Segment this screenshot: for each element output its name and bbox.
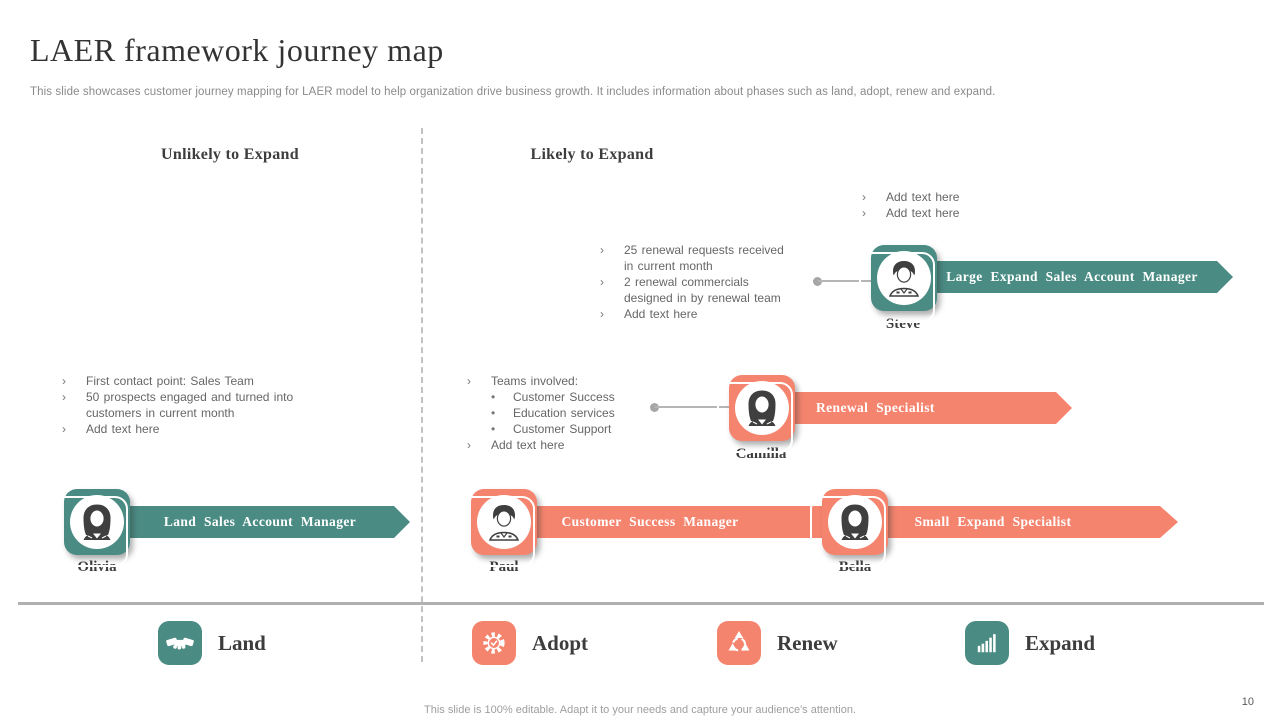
dot-bullet-icon: • xyxy=(491,422,496,436)
legend-label: Expand xyxy=(1025,630,1096,655)
list-item: • Education services xyxy=(467,405,687,421)
list-item[interactable]: › Add text here xyxy=(862,189,992,205)
dot-bullet-icon: • xyxy=(491,406,496,420)
steve-role-banner[interactable]: Large Expand Sales Account Manager xyxy=(903,261,1233,293)
legend-label: Adopt xyxy=(532,630,589,655)
bar-chart-icon xyxy=(965,621,1009,665)
bullet-text: 2 renewal commercials designed in by ren… xyxy=(624,275,781,305)
bullet-text: Add text here xyxy=(624,307,698,321)
legend-label: Renew xyxy=(777,630,838,655)
connector-line xyxy=(655,406,730,408)
olivia-role-banner[interactable]: Land Sales Account Manager xyxy=(100,506,410,538)
male-avatar-icon xyxy=(477,495,531,549)
bella-role-label: Small Expand Specialist xyxy=(914,514,1072,529)
bullet-text: 25 renewal requests received in current … xyxy=(624,243,784,273)
list-item: › 2 renewal commercials designed in by r… xyxy=(600,274,796,306)
bella-avatar[interactable] xyxy=(810,489,888,567)
female-avatar-icon xyxy=(828,495,882,549)
bullet-text: Education services xyxy=(513,406,615,420)
gear-check-icon xyxy=(472,621,516,665)
legend-item-adopt: Adopt xyxy=(472,621,588,665)
legend-item-land: Land xyxy=(158,621,266,665)
legend-item-expand: Expand xyxy=(965,621,1095,665)
footer-note: This slide is 100% editable. Adapt it to… xyxy=(424,704,856,716)
camilla-bullets: › Teams involved: • Customer Success • E… xyxy=(467,373,687,453)
connector-dot xyxy=(650,403,659,412)
recycle-icon xyxy=(717,621,761,665)
left-column-header: Unlikely to Expand xyxy=(161,146,299,163)
steve-avatar[interactable] xyxy=(859,245,937,323)
handshake-icon xyxy=(158,621,202,665)
legend-item-renew: Renew xyxy=(717,621,838,665)
page-title: LAER framework journey map xyxy=(30,32,444,68)
bullet-text: Add text here xyxy=(886,190,960,204)
olivia-bullets: › First contact point: Sales Team › 50 p… xyxy=(62,373,327,437)
steve-top-bullets: › Add text here › Add text here xyxy=(862,189,992,221)
chevron-bullet-icon: › xyxy=(467,438,471,452)
male-avatar-icon xyxy=(877,251,931,305)
connector-line xyxy=(818,280,873,282)
list-item[interactable]: › Add text here xyxy=(600,306,796,322)
female-avatar-icon xyxy=(735,381,789,435)
page-number: 10 xyxy=(1241,696,1254,708)
role-label: Land Sales Account Manager xyxy=(163,514,357,529)
chevron-bullet-icon: › xyxy=(862,206,866,220)
role-label: Renewal Specialist xyxy=(816,400,935,415)
slide-subtitle: This slide showcases customer journey ma… xyxy=(30,86,996,98)
steve-bullets: › 25 renewal requests received in curren… xyxy=(600,242,796,322)
bullet-text: 50 prospects engaged and turned into cus… xyxy=(86,390,294,420)
olivia-avatar[interactable] xyxy=(52,489,130,567)
bullet-text: First contact point: Sales Team xyxy=(86,374,254,388)
bullet-text: Add text here xyxy=(86,422,160,436)
list-item: › 50 prospects engaged and turned into c… xyxy=(62,389,327,421)
list-item: • Customer Support xyxy=(467,421,687,437)
dot-bullet-icon: • xyxy=(491,390,496,404)
chevron-bullet-icon: › xyxy=(62,422,66,436)
person-name: Paul xyxy=(489,559,519,575)
list-item: • Customer Success xyxy=(467,389,687,405)
camilla-avatar[interactable] xyxy=(717,375,795,453)
legend-label: Land xyxy=(218,630,266,655)
role-label: Large Expand Sales Account Manager xyxy=(946,269,1198,284)
bullet-text: Add text here xyxy=(886,206,960,220)
chevron-bullet-icon: › xyxy=(62,390,66,404)
legend-separator-line xyxy=(18,602,1264,605)
person-name: Camilla xyxy=(735,446,787,462)
paul-avatar[interactable] xyxy=(459,489,537,567)
column-divider xyxy=(421,128,423,662)
list-item[interactable]: › Add text here xyxy=(62,421,327,437)
chevron-bullet-icon: › xyxy=(600,243,604,257)
paul-role-label: Customer Success Manager xyxy=(561,514,739,529)
bullet-text: Customer Success xyxy=(513,390,615,404)
right-column-header: Likely to Expand xyxy=(530,146,654,163)
chevron-bullet-icon: › xyxy=(862,190,866,204)
chevron-bullet-icon: › xyxy=(600,307,604,321)
person-name: Bella xyxy=(838,559,872,575)
person-name: Olivia xyxy=(77,559,117,575)
bullet-text: Customer Support xyxy=(513,422,612,436)
person-name: Steve xyxy=(885,316,921,332)
chevron-bullet-icon: › xyxy=(62,374,66,388)
list-item: › Teams involved: xyxy=(467,373,687,389)
connector-dot xyxy=(813,277,822,286)
chevron-bullet-icon: › xyxy=(600,275,604,289)
bullet-text: Teams involved: xyxy=(491,374,579,388)
list-item: › First contact point: Sales Team xyxy=(62,373,327,389)
list-item[interactable]: › Add text here xyxy=(862,205,992,221)
chevron-bullet-icon: › xyxy=(467,374,471,388)
bullet-text: Add text here xyxy=(491,438,565,452)
list-item: › 25 renewal requests received in curren… xyxy=(600,242,796,274)
female-avatar-icon xyxy=(70,495,124,549)
list-item[interactable]: › Add text here xyxy=(467,437,687,453)
camilla-role-banner[interactable]: Renewal Specialist xyxy=(762,392,1072,424)
